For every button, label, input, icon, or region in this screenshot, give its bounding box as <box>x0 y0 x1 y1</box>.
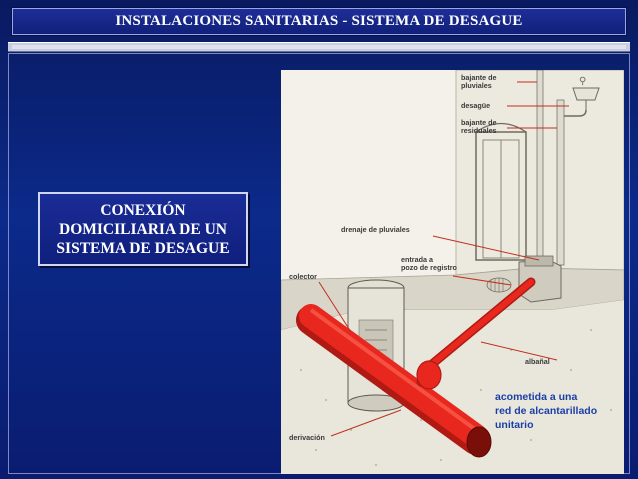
main-sewer-pipe <box>296 304 492 458</box>
label-colector: colector <box>289 272 317 281</box>
header-strip <box>8 42 630 52</box>
label-bajante-residuales-1: bajante de <box>461 118 497 127</box>
leader-lines <box>318 81 569 437</box>
label-bajante-pluviales-1: bajante de <box>461 73 497 82</box>
sink-faucet: ⚲ <box>579 76 586 87</box>
downpipe-waste <box>556 99 565 266</box>
downpipe-rain <box>536 70 544 266</box>
sink-trap <box>564 109 587 117</box>
section-label-box: CONEXIÓN DOMICILIARIA DE UN SISTEMA DE D… <box>38 192 248 266</box>
label-derivacion: derivación <box>289 433 325 442</box>
diagram-svg: ⚲ <box>281 70 624 474</box>
label-entrada-2: pozo de registro <box>401 263 458 272</box>
label-entrada-1: entrada a <box>401 255 434 264</box>
header-strip-inner <box>12 45 626 49</box>
door-frame <box>475 131 527 261</box>
caption-acometida-1: acometida a una <box>495 391 577 403</box>
label-bajante-pluviales-2: pluviales <box>461 81 492 90</box>
label-drenaje-pluviales: drenaje de pluviales <box>341 225 410 234</box>
caption-acometida-3: unitario <box>495 419 534 431</box>
drainage-diagram: ⚲ <box>281 70 624 474</box>
page-title: INSTALACIONES SANITARIAS - SISTEMA DE DE… <box>115 13 523 29</box>
label-desague: desagüe <box>461 101 490 110</box>
title-bar: INSTALACIONES SANITARIAS - SISTEMA DE DE… <box>12 8 626 35</box>
sink <box>572 87 600 101</box>
label-bajante-residuales-2: residuales <box>461 126 497 135</box>
section-label: CONEXIÓN DOMICILIARIA DE UN SISTEMA DE D… <box>56 201 230 257</box>
junction-fitting <box>416 360 442 390</box>
corrugated-drain <box>486 277 512 293</box>
door-arch <box>475 122 527 133</box>
caption-acometida-2: red de alcantarillado <box>495 405 597 417</box>
label-albanal: albañal <box>525 357 550 366</box>
registration-box-lid <box>524 255 554 267</box>
